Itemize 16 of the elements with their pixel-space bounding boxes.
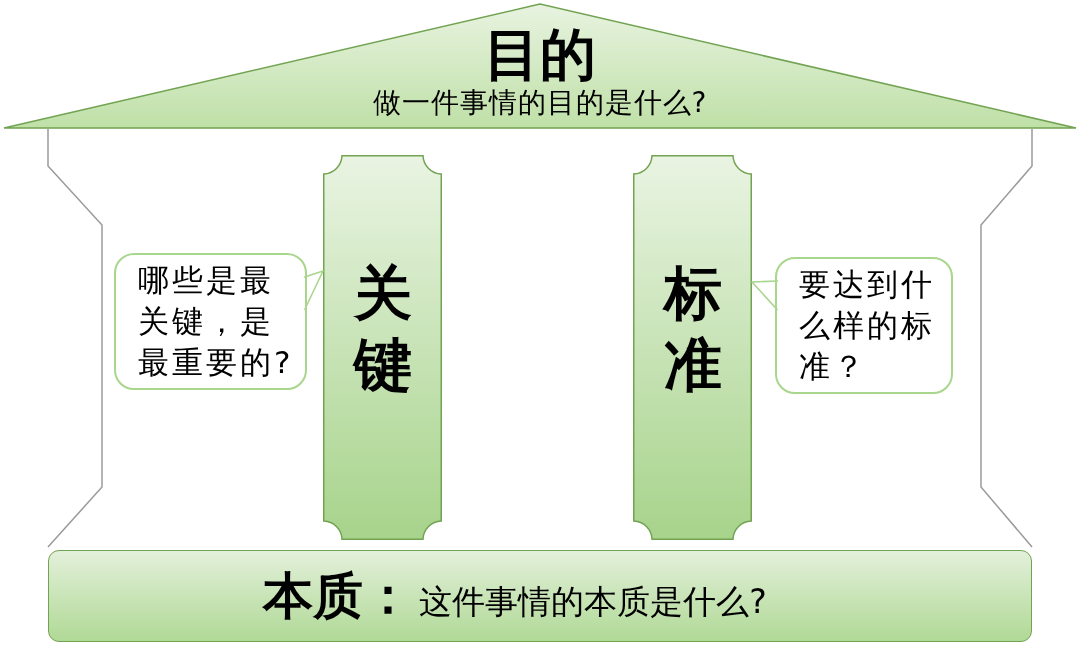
pillar-label: 标准 (663, 258, 722, 401)
pillar (633, 155, 752, 540)
bubble-text: 哪些是最关键，是最重要的? (138, 261, 295, 382)
pillar (323, 155, 442, 540)
speech-bubble (775, 257, 953, 394)
pillar-label: 关键 (353, 258, 412, 401)
roof-heading: 目的 (484, 24, 596, 86)
callout-pointer (751, 280, 779, 311)
roof-subtitle: 做一件事情的目的是什么? (372, 86, 708, 120)
base-heading: 本质： (263, 566, 414, 626)
base-bar (48, 550, 1032, 642)
speech-bubble (114, 253, 307, 390)
roof-triangle (3, 3, 1077, 129)
base-description: 这件事情的本质是什么? (419, 582, 767, 622)
bubble-text: 要达到什么样的标准？ (799, 265, 936, 386)
callout-pointer (303, 270, 324, 311)
